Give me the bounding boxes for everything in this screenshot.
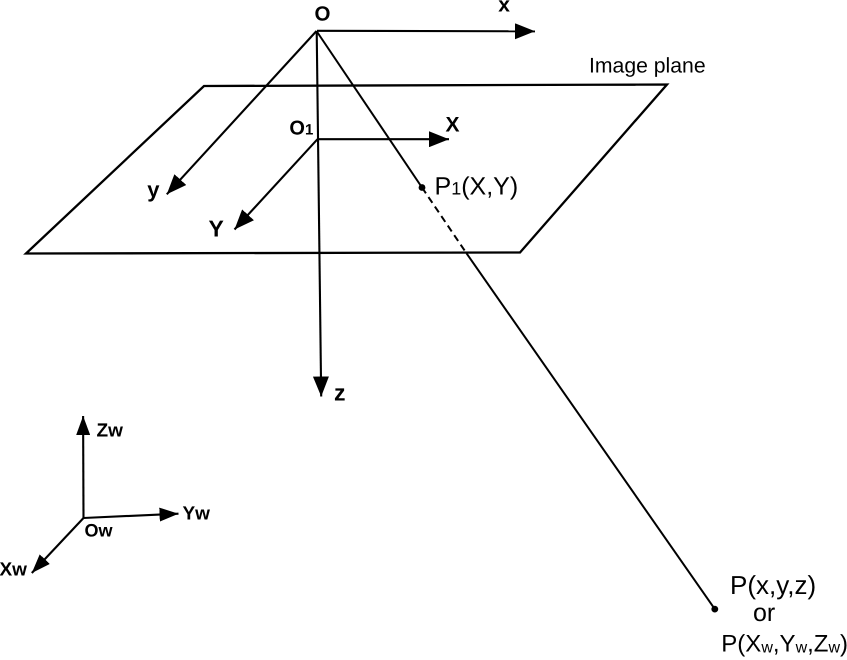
svg-text:Ow: Ow (85, 520, 114, 540)
svg-text:Y: Y (209, 216, 224, 242)
svg-text:P(x,y,z): P(x,y,z) (730, 570, 816, 600)
svg-text:Image plane: Image plane (589, 55, 706, 78)
svg-text:x: x (498, 0, 510, 17)
svg-text:Yw: Yw (183, 504, 211, 525)
svg-text:O: O (315, 3, 331, 26)
svg-text:z: z (334, 380, 346, 406)
svg-text:P(Xw,Yw,Zw): P(Xw,Yw,Zw) (721, 631, 847, 658)
svg-text:O1: O1 (289, 118, 313, 140)
svg-text:y: y (147, 177, 160, 202)
svg-text:X: X (446, 114, 460, 137)
svg-text:Xw: Xw (0, 560, 27, 581)
svg-text:or: or (753, 599, 775, 627)
svg-text:Zw: Zw (97, 421, 124, 442)
svg-text:P1(X,Y): P1(X,Y) (435, 173, 519, 201)
